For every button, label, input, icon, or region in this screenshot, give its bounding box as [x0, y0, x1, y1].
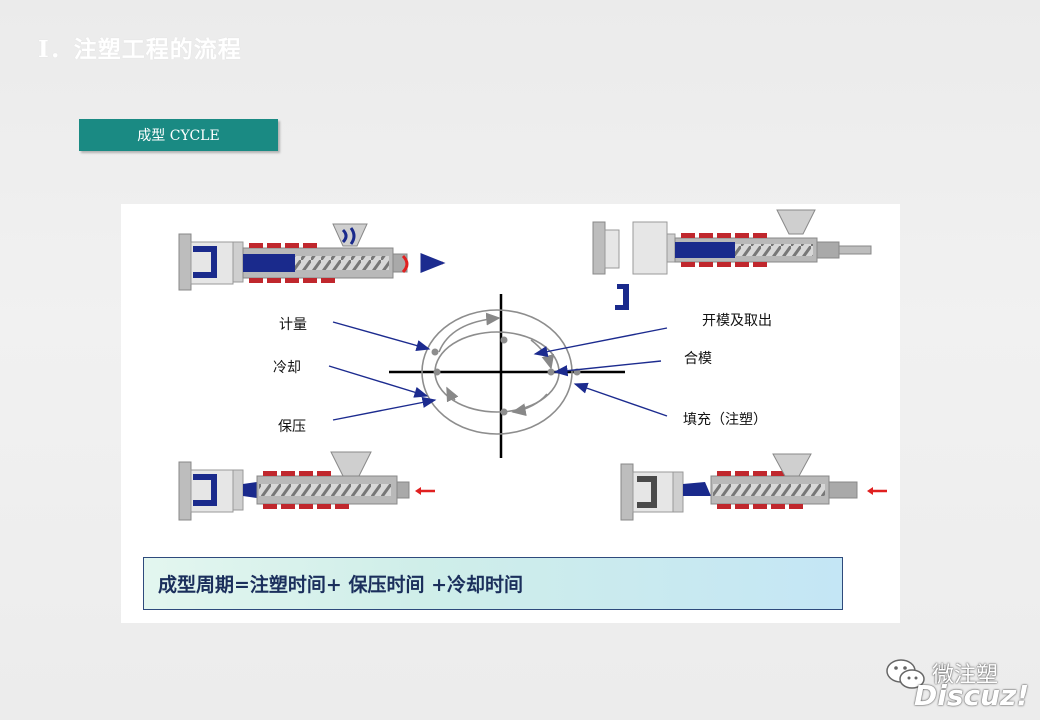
stage-label-open-eject: 开模及取出 — [702, 313, 772, 329]
stage-label-metering: 计量 — [279, 317, 307, 333]
cycle-diagram — [178, 209, 887, 521]
slide-title: Ⅰ．注塑工程的流程 — [38, 36, 242, 63]
stage-label-fill: 填充（注塑） — [683, 412, 767, 428]
watermark-brand: 微注塑 — [932, 663, 999, 688]
section-badge: 成型 CYCLE — [79, 119, 278, 151]
cycle-time-formula: 成型周期=注塑时间+ 保压时间 +冷却时间 — [143, 557, 843, 610]
cycle-diagram-panel: 计量 冷却 保压 开模及取出 合模 填充（注塑） — [121, 204, 900, 623]
stage-pointers — [328, 321, 668, 421]
formula-text: 成型周期=注塑时间+ 保压时间 +冷却时间 — [158, 574, 523, 596]
machine-open-eject — [592, 209, 872, 310]
stage-label-cooling: 冷却 — [273, 360, 301, 376]
machine-fill — [620, 453, 887, 521]
stage-label-holding: 保压 — [278, 419, 306, 435]
watermark: 微注塑 Discuz! — [880, 655, 1030, 715]
machine-holding — [178, 451, 435, 521]
cycle-axes — [389, 294, 625, 458]
machine-metering — [178, 223, 446, 291]
wechat-icon — [886, 659, 925, 689]
stage-label-close: 合模 — [684, 351, 712, 367]
watermark-site: Discuz! — [914, 679, 1030, 712]
